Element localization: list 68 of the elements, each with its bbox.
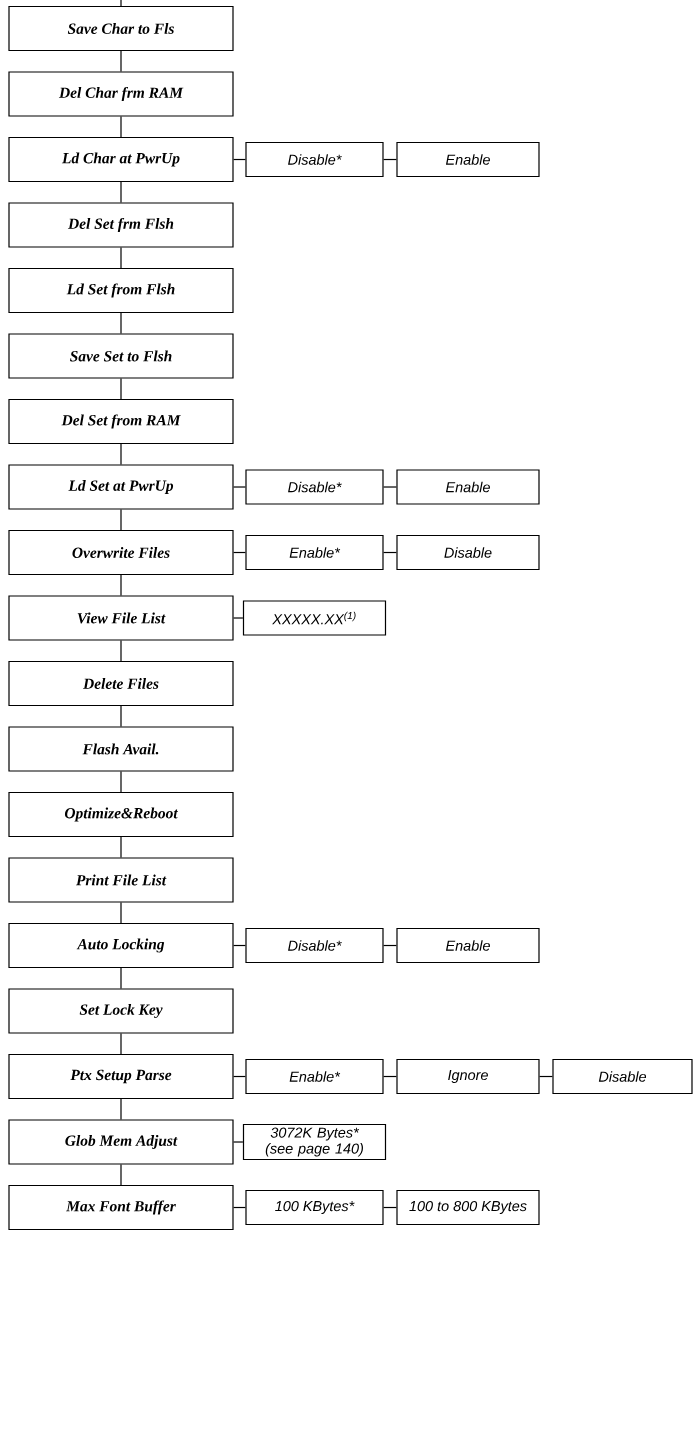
option-box: Ignore: [396, 1058, 540, 1095]
option-box: Enable*: [245, 1058, 384, 1095]
connector-line: [233, 551, 246, 554]
connector-line: [120, 116, 122, 138]
menu-box: Max Font Buffer: [8, 1184, 234, 1231]
connector-line: [233, 617, 244, 619]
menu-box: Ld Set from Flsh: [8, 267, 234, 314]
menu-box: Ld Char at PwrUp: [8, 136, 234, 183]
connector-line: [383, 486, 397, 488]
menu-box: Flash Avail.: [8, 726, 234, 772]
connector-line: [539, 1075, 553, 1078]
connector-line: [120, 509, 122, 531]
menu-box: Ld Set at PwrUp: [8, 464, 234, 510]
option-box: 100 to 800 KBytes: [396, 1189, 540, 1226]
connector-line: [383, 551, 397, 554]
connector-line: [120, 247, 122, 269]
menu-box: Delete Files: [8, 660, 234, 707]
connector-line: [120, 967, 122, 989]
connector-line: [233, 1141, 244, 1143]
option-box: Disable*: [245, 469, 384, 505]
connector-line: [383, 158, 397, 161]
connector-line: [120, 771, 122, 793]
menu-box: Set Lock Key: [8, 988, 234, 1034]
menu-box: Optimize&Reboot: [8, 791, 234, 838]
option-box: 3072K Bytes* (see page 140): [242, 1123, 387, 1161]
connector-line: [383, 944, 397, 947]
menu-box: Del Set from RAM: [8, 398, 234, 445]
connector-line: [120, 378, 122, 400]
option-box: Enable*: [245, 534, 384, 571]
option-box: Disable: [396, 534, 540, 571]
connector-line: [120, 902, 122, 924]
connector-line: [233, 944, 246, 947]
option-box: 100 KBytes*: [245, 1189, 384, 1226]
connector-line: [233, 158, 246, 161]
option-box: Disable: [552, 1058, 693, 1095]
connector-line: [120, 181, 122, 203]
option-box: Enable: [396, 927, 540, 964]
menu-box: Save Char to Fls: [8, 5, 234, 52]
connector-line: [120, 705, 122, 727]
menu-box: Ptx Setup Parse: [8, 1053, 234, 1100]
menu-box: Print File List: [8, 857, 234, 903]
connector-line: [120, 50, 122, 72]
option-box: Enable: [396, 469, 540, 505]
connector-line: [233, 486, 246, 488]
connector-line: [233, 1075, 246, 1078]
menu-box: Save Set to Flsh: [8, 333, 234, 379]
option-box: Disable*: [245, 141, 384, 178]
option-box: XXXXX.XX$^{(1)}$: [242, 600, 387, 636]
menu-box: View File List: [8, 595, 234, 641]
connector-line: [120, 0, 122, 7]
option-box: Enable: [396, 141, 540, 178]
connector-line: [383, 1075, 397, 1078]
connector-line: [120, 312, 122, 334]
menu-box: Del Set frm Flsh: [8, 202, 234, 248]
connector-line: [383, 1206, 397, 1209]
connector-line: [120, 1033, 122, 1055]
menu-box: Glob Mem Adjust: [8, 1119, 234, 1165]
connector-line: [120, 836, 122, 858]
menu-box: Del Char frm RAM: [8, 71, 234, 117]
menu-box: Overwrite Files: [8, 529, 234, 576]
connector-line: [120, 1098, 122, 1120]
connector-line: [120, 443, 122, 465]
connector-line: [120, 640, 122, 662]
menu-box: Auto Locking: [8, 922, 234, 969]
option-box: Disable*: [245, 927, 384, 964]
connector-line: [120, 574, 122, 596]
connector-line: [233, 1206, 246, 1209]
connector-line: [120, 1164, 122, 1186]
